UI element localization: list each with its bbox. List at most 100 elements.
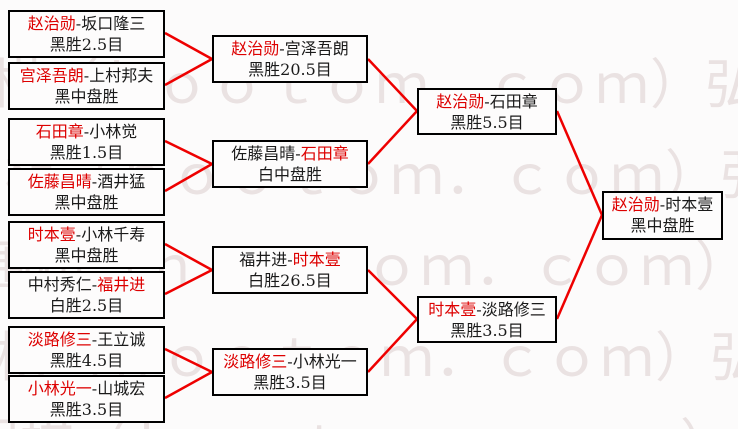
match-players: 佐藤昌晴-酒井猛 bbox=[10, 171, 163, 192]
connector-line bbox=[164, 162, 213, 193]
connector-line bbox=[367, 269, 418, 320]
match-players: 时本壹-淡路修三 bbox=[419, 299, 555, 320]
match-result: 黑胜2.5目 bbox=[49, 35, 124, 54]
player-p1: 赵治勋 bbox=[231, 39, 280, 58]
connector-line bbox=[164, 268, 213, 296]
player-separator: - bbox=[484, 92, 490, 111]
match-players: 小林光一-山城宏 bbox=[10, 378, 163, 399]
player-separator: - bbox=[91, 379, 98, 398]
match-result: 白胜26.5目 bbox=[248, 271, 332, 290]
player-p2: 上村邦夫 bbox=[89, 66, 154, 85]
player-separator: - bbox=[75, 14, 82, 33]
match-result: 白胜2.5目 bbox=[49, 296, 124, 315]
match-box-r1-8: 小林光一-山城宏 黑胜3.5目 bbox=[8, 375, 165, 423]
player-p1: 时本壹 bbox=[27, 225, 76, 244]
player-p2: 福井进 bbox=[97, 275, 146, 294]
player-p1: 佐藤昌晴 bbox=[27, 172, 92, 191]
match-players: 福井进-时本壹 bbox=[214, 249, 366, 270]
match-result: 黑胜5.5目 bbox=[450, 113, 524, 132]
match-players: 佐藤昌晴-石田章 bbox=[214, 143, 366, 164]
connector-line bbox=[367, 58, 418, 112]
player-p2: 石田章 bbox=[300, 144, 349, 163]
match-result: 黑胜3.5目 bbox=[49, 400, 124, 419]
player-separator: - bbox=[287, 250, 293, 269]
player-p2: 山城宏 bbox=[97, 379, 146, 398]
player-separator: - bbox=[83, 122, 90, 141]
match-players: 赵治勋-宫泽吾朗 bbox=[214, 38, 366, 59]
player-p1: 时本壹 bbox=[428, 300, 477, 319]
connector-line bbox=[164, 242, 213, 272]
match-box-final: 赵治勋-时本壹 黑中盘胜 bbox=[602, 191, 723, 240]
player-p2: 小林光一 bbox=[292, 352, 357, 371]
match-box-sf-2: 时本壹-淡路修三 黑胜3.5目 bbox=[417, 296, 557, 343]
match-players: 石田章-小林觉 bbox=[10, 121, 163, 142]
player-p1: 淡路修三 bbox=[27, 330, 92, 349]
match-result: 黑中盘胜 bbox=[54, 193, 119, 212]
player-separator: - bbox=[91, 172, 98, 191]
player-p2: 小林千寿 bbox=[81, 225, 146, 244]
player-p2: 石田章 bbox=[489, 92, 538, 111]
match-box-r2-2: 佐藤昌晴-石田章 白中盘胜 bbox=[212, 140, 368, 188]
match-players: 淡路修三-小林光一 bbox=[214, 351, 366, 372]
match-players: 中村秀仁-福井进 bbox=[10, 274, 163, 295]
match-players: 时本壹-小林千寿 bbox=[10, 224, 163, 245]
match-result: 黑中盘胜 bbox=[54, 246, 119, 265]
match-box-r1-3: 石田章-小林觉 黑胜1.5目 bbox=[8, 118, 165, 166]
player-separator: - bbox=[287, 352, 293, 371]
match-players: 宫泽吾朗-上村邦夫 bbox=[10, 65, 163, 86]
player-p1: 中村秀仁 bbox=[27, 275, 92, 294]
match-players: 赵治勋-坂口隆三 bbox=[10, 13, 163, 34]
player-p2: 宫泽吾朗 bbox=[284, 39, 349, 58]
match-box-r1-5: 时本壹-小林千寿 黑中盘胜 bbox=[8, 221, 165, 269]
match-result: 黑胜1.5目 bbox=[49, 143, 124, 162]
connector-line bbox=[164, 31, 213, 61]
match-result: 黑中盘胜 bbox=[630, 216, 695, 235]
connector-line bbox=[555, 110, 604, 216]
match-players: 赵治勋-时本壹 bbox=[604, 194, 721, 215]
player-separator: - bbox=[91, 275, 98, 294]
match-box-r1-2: 宫泽吾朗-上村邦夫 黑中盘胜 bbox=[8, 62, 165, 110]
player-p1: 福井进 bbox=[239, 250, 288, 269]
player-p1: 石田章 bbox=[35, 122, 84, 141]
player-p2: 坂口隆三 bbox=[81, 14, 146, 33]
connector-line bbox=[555, 214, 604, 320]
player-separator: - bbox=[91, 330, 98, 349]
player-p2: 酒井猛 bbox=[97, 172, 146, 191]
player-p1: 赵治勋 bbox=[27, 14, 76, 33]
player-separator: - bbox=[75, 225, 82, 244]
match-result: 黑胜4.5目 bbox=[49, 351, 124, 370]
match-result: 黑中盘胜 bbox=[54, 87, 119, 106]
player-p1: 赵治勋 bbox=[611, 195, 660, 214]
match-players: 淡路修三-王立诚 bbox=[10, 329, 163, 350]
match-result: 白中盘胜 bbox=[257, 165, 322, 184]
player-separator: - bbox=[476, 300, 482, 319]
match-result: 黑胜3.5目 bbox=[253, 373, 327, 392]
player-p2: 时本壹 bbox=[665, 195, 714, 214]
match-box-r1-6: 中村秀仁-福井进 白胜2.5目 bbox=[8, 271, 165, 319]
match-box-sf-1: 赵治勋-石田章 黑胜5.5目 bbox=[417, 88, 557, 135]
player-separator: - bbox=[295, 144, 301, 163]
match-result: 黑胜3.5目 bbox=[450, 321, 524, 340]
connector-line bbox=[164, 370, 213, 400]
player-p1: 佐藤昌晴 bbox=[231, 144, 296, 163]
player-p2: 王立诚 bbox=[97, 330, 146, 349]
match-players: 赵治勋-石田章 bbox=[419, 91, 555, 112]
connector-line bbox=[367, 318, 418, 373]
player-p1: 淡路修三 bbox=[223, 352, 288, 371]
match-box-r1-4: 佐藤昌晴-酒井猛 黑中盘胜 bbox=[8, 168, 165, 216]
player-separator: - bbox=[83, 66, 90, 85]
player-p1: 小林光一 bbox=[27, 379, 92, 398]
connector-line bbox=[367, 110, 418, 165]
player-p1: 宫泽吾朗 bbox=[19, 66, 84, 85]
match-box-r1-7: 淡路修三-王立诚 黑胜4.5目 bbox=[8, 326, 165, 374]
match-box-r2-1: 赵治勋-宫泽吾朗 黑胜20.5目 bbox=[212, 35, 368, 83]
connector-line bbox=[164, 347, 213, 374]
player-p1: 赵治勋 bbox=[436, 92, 485, 111]
player-p2: 小林觉 bbox=[89, 122, 138, 141]
match-box-r2-3: 福井进-时本壹 白胜26.5目 bbox=[212, 246, 368, 294]
player-p2: 时本壹 bbox=[292, 250, 341, 269]
match-box-r2-4: 淡路修三-小林光一 黑胜3.5目 bbox=[212, 348, 368, 396]
match-box-r1-1: 赵治勋-坂口隆三 黑胜2.5目 bbox=[8, 10, 165, 58]
